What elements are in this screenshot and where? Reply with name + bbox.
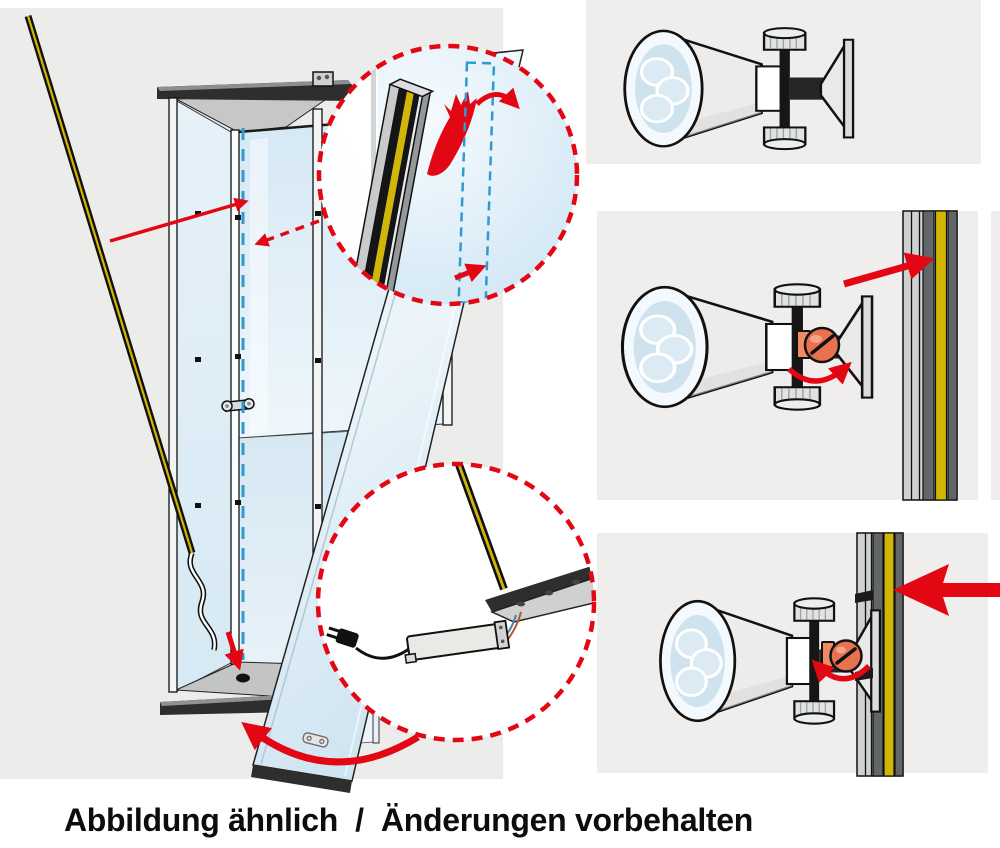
rotate-arrow [787,361,852,385]
post-back-left [230,129,240,665]
led-strip-detail-stripe [456,464,506,590]
target-position-dashed-rect [457,61,496,304]
red-curve-arrow-peel [475,87,520,110]
top-slab-highlight [157,80,351,91]
transformer-box [404,619,511,664]
knob-slot [835,647,857,665]
cabinet-top-edge [485,564,594,612]
knob-highlight [810,335,822,343]
clamp-jaw-top [855,590,873,603]
glass-sheen [250,138,268,436]
red-small-arrow-stick [454,263,487,283]
cabinet-top-underside [489,573,594,623]
power-plug [326,626,410,660]
panel-2-annotations [787,252,935,385]
bracket-screw [324,74,330,80]
red-arrow-to-corner [109,197,249,243]
mounting-profile-strip [902,210,958,501]
red-dashed-arrow [254,219,320,247]
screw-hole [517,601,525,607]
detail-circle-power-supply [315,461,597,743]
bracket-screw [316,75,322,81]
detail-circle-bg [318,464,594,740]
knob-slot [810,334,835,355]
knob-highlight [836,646,846,654]
detail-circle-peel-stick [316,43,580,307]
post-front-left [168,97,178,693]
power-cable [355,646,410,660]
rotate-arrow [811,659,871,683]
cable-hole [236,673,250,683]
led-strip-stripe [26,15,194,554]
red-arrow-to-profile [843,252,935,288]
screw-hole [572,579,580,585]
red-arrow-to-hole [224,631,244,671]
screw-hole [545,590,553,596]
step-panel-2-edge [991,211,1000,500]
led-strip-profile [345,78,435,304]
small-connector-part [302,732,329,748]
top-bracket [312,71,334,87]
red-swing-arrow [241,721,420,766]
panel-3-annotations [811,564,1000,683]
caption: Abbildung ähnlich / Änderungen vorbehalt… [64,802,754,838]
big-red-arrow-left [893,564,1000,616]
strip-cable [189,552,216,651]
detail-circle-border [316,43,580,307]
main-scene-annotations [24,14,420,766]
detail-circle-border [315,461,597,743]
